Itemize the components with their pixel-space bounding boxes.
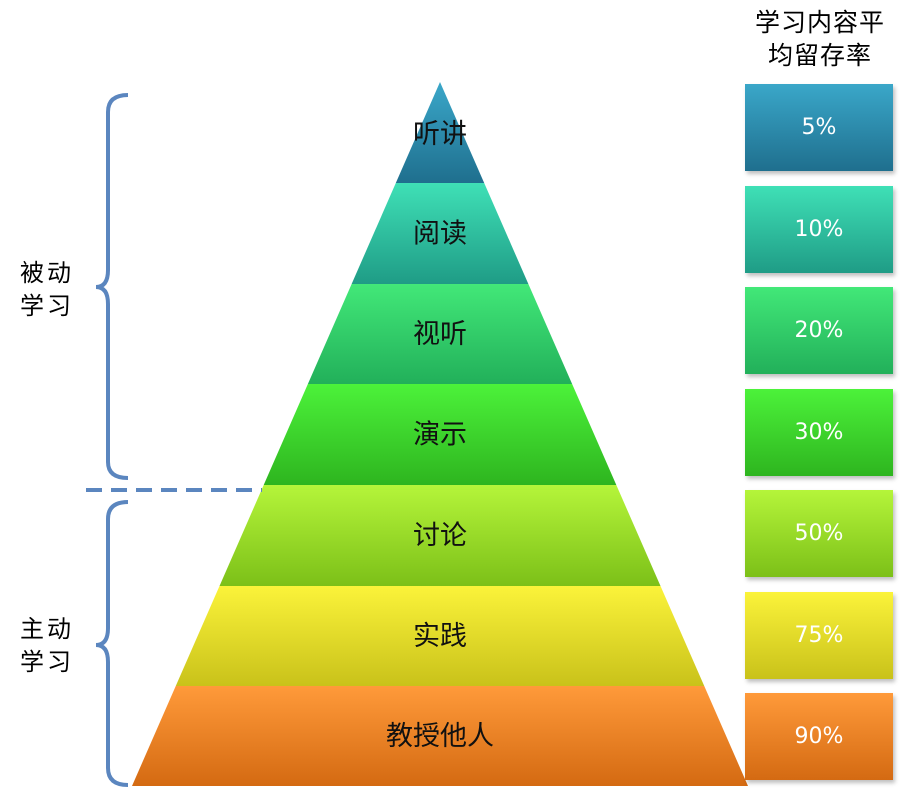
- active-bracket: [95, 500, 129, 787]
- pyramid-layer-1: [395, 82, 485, 183]
- pyramid-layer-5: [219, 485, 661, 586]
- retention-box-6: 75%: [745, 591, 893, 679]
- active-label-line2: 学习: [20, 648, 74, 676]
- pyramid-layer-label-6: 实践: [413, 621, 467, 652]
- pyramid-layer-label-5: 讨论: [413, 521, 467, 552]
- retention-box-2: 10%: [745, 185, 893, 273]
- retention-column-title: 学习内容平 均留存率: [745, 6, 895, 72]
- pyramid-layer-label-2: 阅读: [413, 219, 467, 250]
- pyramid-layer-4: [263, 384, 617, 485]
- pyramid-layer-2: [351, 183, 529, 284]
- active-label-line1: 主动: [20, 615, 74, 643]
- group-brackets: [86, 93, 262, 787]
- pyramid-layer-label-7: 教授他人: [386, 721, 494, 752]
- pyramid-layer-6: [175, 586, 705, 686]
- column-title-line2: 均留存率: [767, 41, 872, 70]
- passive-bracket: [95, 93, 129, 480]
- passive-learning-label: 被动 学习: [20, 257, 74, 323]
- pyramid-layer-7: [132, 686, 748, 786]
- pyramid-layer-3: [307, 284, 573, 384]
- active-learning-label: 主动 学习: [20, 613, 74, 679]
- retention-box-5: 50%: [745, 490, 893, 577]
- pyramid-layer-label-1: 听讲: [413, 119, 467, 150]
- passive-label-line1: 被动: [20, 259, 74, 287]
- retention-box-7: 90%: [745, 693, 893, 780]
- retention-box-1: 5%: [745, 84, 893, 171]
- retention-box-4: 30%: [745, 388, 893, 476]
- pyramid-layer-label-3: 视听: [413, 319, 467, 350]
- pyramid-layer-label-4: 演示: [413, 420, 467, 451]
- column-title-line1: 学习内容平: [754, 8, 885, 37]
- retention-box-3: 20%: [745, 287, 893, 374]
- passive-label-line2: 学习: [20, 292, 74, 320]
